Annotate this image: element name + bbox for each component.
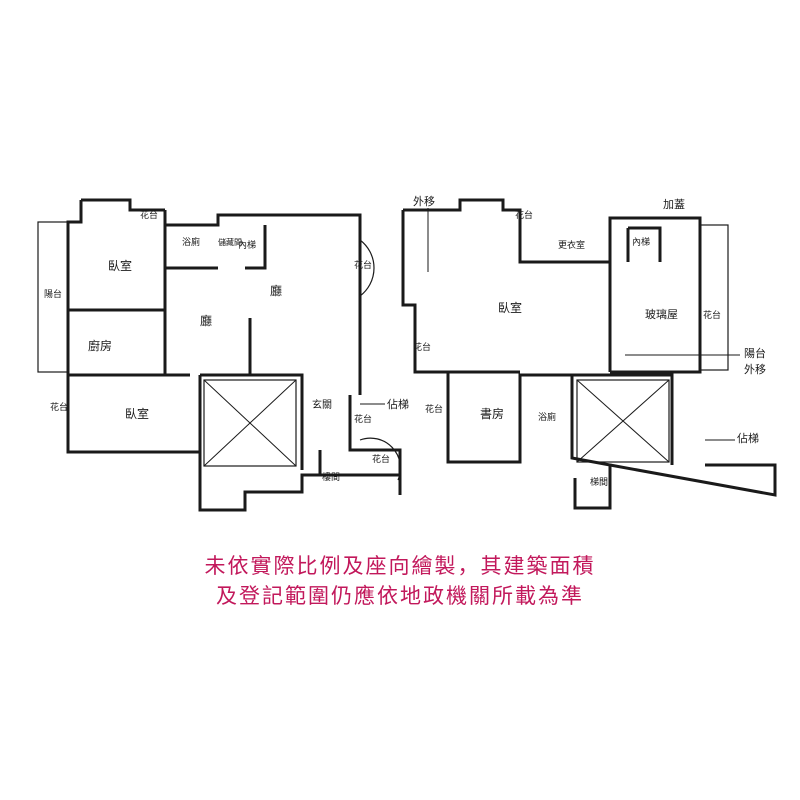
right-flower-right: 花台 bbox=[703, 309, 721, 321]
left-inner-stair: 內梯 bbox=[238, 239, 256, 251]
disclaimer-line-1: 未依實際比例及座向繪製，其建築面積 bbox=[204, 554, 596, 578]
left-flower-mid: 花台 bbox=[354, 413, 372, 425]
left-plan-walls bbox=[37, 198, 402, 512]
left-flower-top: 花台 bbox=[140, 209, 158, 221]
right-addon: 加蓋 bbox=[663, 198, 685, 211]
left-flower-right: 花台 bbox=[354, 259, 372, 271]
left-bedroom-bottom: 臥室 bbox=[125, 406, 149, 421]
right-moved-top: 外移 bbox=[413, 195, 435, 208]
right-closet: 更衣室 bbox=[558, 239, 585, 251]
left-hall-main: 廳 bbox=[270, 283, 282, 298]
right-inner-stair: 內梯 bbox=[632, 236, 650, 248]
left-kitchen: 廚房 bbox=[88, 338, 112, 353]
left-flower-right2: 花台 bbox=[372, 453, 390, 465]
right-glass-room: 玻璃屋 bbox=[645, 307, 678, 321]
left-flower-left: 花台 bbox=[50, 401, 68, 413]
left-bedroom-top: 臥室 bbox=[108, 258, 132, 273]
left-public-stair: 佔梯 bbox=[387, 397, 409, 411]
left-foyer: 玄關 bbox=[312, 398, 332, 411]
left-hall-dining: 廳 bbox=[200, 313, 212, 328]
right-bedroom: 臥室 bbox=[498, 300, 522, 315]
right-balcony-moved-1: 陽台 bbox=[744, 346, 766, 360]
right-balcony-moved-2: 外移 bbox=[744, 363, 766, 376]
left-storage: 儲藏間 bbox=[218, 237, 242, 247]
right-study: 書房 bbox=[480, 406, 504, 421]
right-public-stair: 佔梯 bbox=[737, 431, 759, 445]
right-study-flower: 花台 bbox=[425, 403, 443, 415]
right-stair-label: 梯間 bbox=[590, 476, 608, 488]
right-plan-walls bbox=[360, 198, 777, 510]
left-balcony: 陽台 bbox=[44, 288, 62, 300]
right-flower-top: 花台 bbox=[515, 209, 533, 221]
disclaimer-line-2: 及登記範圍仍應依地政機關所載為準 bbox=[216, 584, 584, 608]
right-bath: 浴廁 bbox=[538, 411, 556, 423]
right-flower-left: 花台 bbox=[413, 341, 431, 353]
left-stairwell: 樓間 bbox=[322, 471, 340, 483]
left-bath: 浴廁 bbox=[182, 236, 200, 248]
